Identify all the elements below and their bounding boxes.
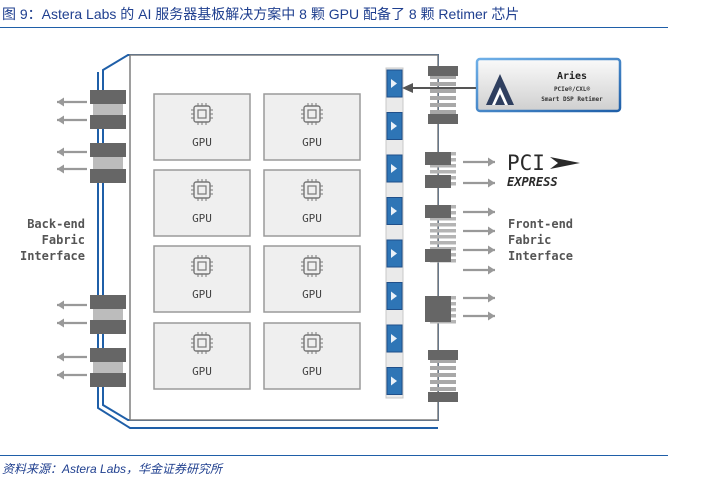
arrow bbox=[57, 318, 87, 328]
arrow bbox=[463, 207, 495, 217]
gpu-label: GPU bbox=[192, 288, 212, 301]
retimer-chip bbox=[386, 112, 403, 140]
chip-icon bbox=[191, 103, 213, 125]
chip-icon bbox=[301, 103, 323, 125]
arrow bbox=[57, 370, 87, 380]
arrow bbox=[57, 147, 87, 157]
retimer-icon bbox=[391, 376, 397, 386]
source-rule bbox=[0, 455, 668, 456]
connector bbox=[428, 66, 458, 124]
connector bbox=[90, 143, 126, 183]
gpu-module: GPU bbox=[153, 245, 251, 313]
retimer-chip bbox=[386, 324, 403, 353]
retimer-column bbox=[385, 67, 404, 399]
retimer-rail bbox=[385, 67, 404, 399]
retimer-icon bbox=[391, 249, 397, 258]
aries-pointer-arrow bbox=[402, 83, 476, 93]
pci-chevron-icon bbox=[550, 157, 580, 169]
arrow bbox=[57, 300, 87, 310]
retimer-chip bbox=[386, 197, 403, 225]
front-end-label-line: Fabric bbox=[508, 233, 551, 247]
chip-icon bbox=[301, 332, 323, 354]
connector bbox=[425, 296, 456, 324]
figure-caption: 图 9：Astera Labs 的 AI 服务器基板解决方案中 8 颗 GPU … bbox=[2, 6, 520, 22]
retimer-icon bbox=[391, 121, 397, 131]
retimer-icon bbox=[391, 206, 397, 216]
retimer-chip bbox=[386, 367, 403, 395]
retimer-icon bbox=[391, 291, 397, 301]
back-end-label-line: Back-end bbox=[27, 217, 85, 231]
gpu-label: GPU bbox=[302, 136, 322, 149]
back-end-label-line: Fabric bbox=[42, 233, 85, 247]
arrow bbox=[57, 115, 87, 125]
chip-icon bbox=[301, 255, 323, 277]
back-end-arrows bbox=[57, 97, 87, 380]
connector bbox=[425, 152, 456, 188]
chip-icon bbox=[191, 179, 213, 201]
arrow bbox=[463, 293, 495, 303]
front-end-label: Front-end Fabric Interface bbox=[508, 217, 573, 263]
arrow bbox=[463, 311, 495, 321]
retimer-chip bbox=[386, 154, 403, 183]
gpu-module: GPU bbox=[153, 93, 251, 161]
chip-icon bbox=[191, 332, 213, 354]
gpu-label: GPU bbox=[302, 288, 322, 301]
gpu-label: GPU bbox=[192, 212, 212, 225]
gpu-module: GPU bbox=[153, 322, 251, 390]
gpu-module: GPU bbox=[263, 245, 361, 313]
aries-name: Aries bbox=[557, 70, 587, 82]
retimer-chip bbox=[386, 69, 403, 98]
arrow bbox=[463, 178, 495, 188]
pci-express-text: EXPRESS bbox=[507, 175, 558, 189]
pci-express-logo: PCI EXPRESS bbox=[507, 151, 580, 189]
connector bbox=[428, 350, 458, 402]
retimer-chip bbox=[386, 239, 403, 268]
back-end-label-line: Interface bbox=[20, 249, 85, 263]
gpu-module: GPU bbox=[263, 169, 361, 237]
retimer-icon bbox=[391, 79, 397, 88]
arrow bbox=[463, 157, 495, 167]
aries-callout: Aries PCIe®/CXL® Smart DSP Retimer bbox=[475, 57, 622, 113]
arrow bbox=[57, 352, 87, 362]
gpu-label: GPU bbox=[192, 365, 212, 378]
connector bbox=[90, 295, 126, 334]
gpu-module: GPU bbox=[263, 322, 361, 390]
retimer-icon bbox=[391, 334, 397, 343]
aries-line1: PCIe®/CXL® bbox=[554, 86, 591, 93]
gpu-grid: GPU GPU GPU GPU GPU GPU GPU GPU bbox=[153, 93, 361, 390]
arrow bbox=[463, 265, 495, 275]
aries-line2: Smart DSP Retimer bbox=[541, 96, 603, 103]
connector bbox=[90, 348, 126, 387]
arrow bbox=[463, 245, 495, 255]
aries-logo-icon bbox=[486, 74, 514, 105]
arrow bbox=[57, 97, 87, 107]
connector bbox=[425, 205, 456, 263]
arrow bbox=[463, 226, 495, 236]
board-shadow-left bbox=[97, 72, 438, 429]
retimer-icon bbox=[391, 164, 397, 173]
gpu-module: GPU bbox=[153, 169, 251, 237]
front-end-label-line: Interface bbox=[508, 249, 573, 263]
front-end-label-line: Front-end bbox=[508, 217, 573, 231]
retimer-chip bbox=[386, 282, 403, 310]
back-end-connectors bbox=[90, 90, 126, 387]
connector bbox=[90, 90, 126, 129]
chip-icon bbox=[301, 179, 323, 201]
gpu-module: GPU bbox=[263, 93, 361, 161]
gpu-label: GPU bbox=[302, 365, 322, 378]
gpu-label: GPU bbox=[302, 212, 322, 225]
pci-logo-text: PCI bbox=[507, 151, 545, 175]
front-end-connectors bbox=[425, 66, 458, 402]
front-end-arrows bbox=[463, 157, 495, 321]
caption-rule bbox=[0, 27, 668, 28]
arrow bbox=[57, 164, 87, 174]
figure-source: 资料来源：Astera Labs，华金证券研究所 bbox=[2, 462, 223, 476]
gpu-label: GPU bbox=[192, 136, 212, 149]
back-end-label: Back-end Fabric Interface bbox=[20, 217, 85, 263]
chip-icon bbox=[191, 255, 213, 277]
